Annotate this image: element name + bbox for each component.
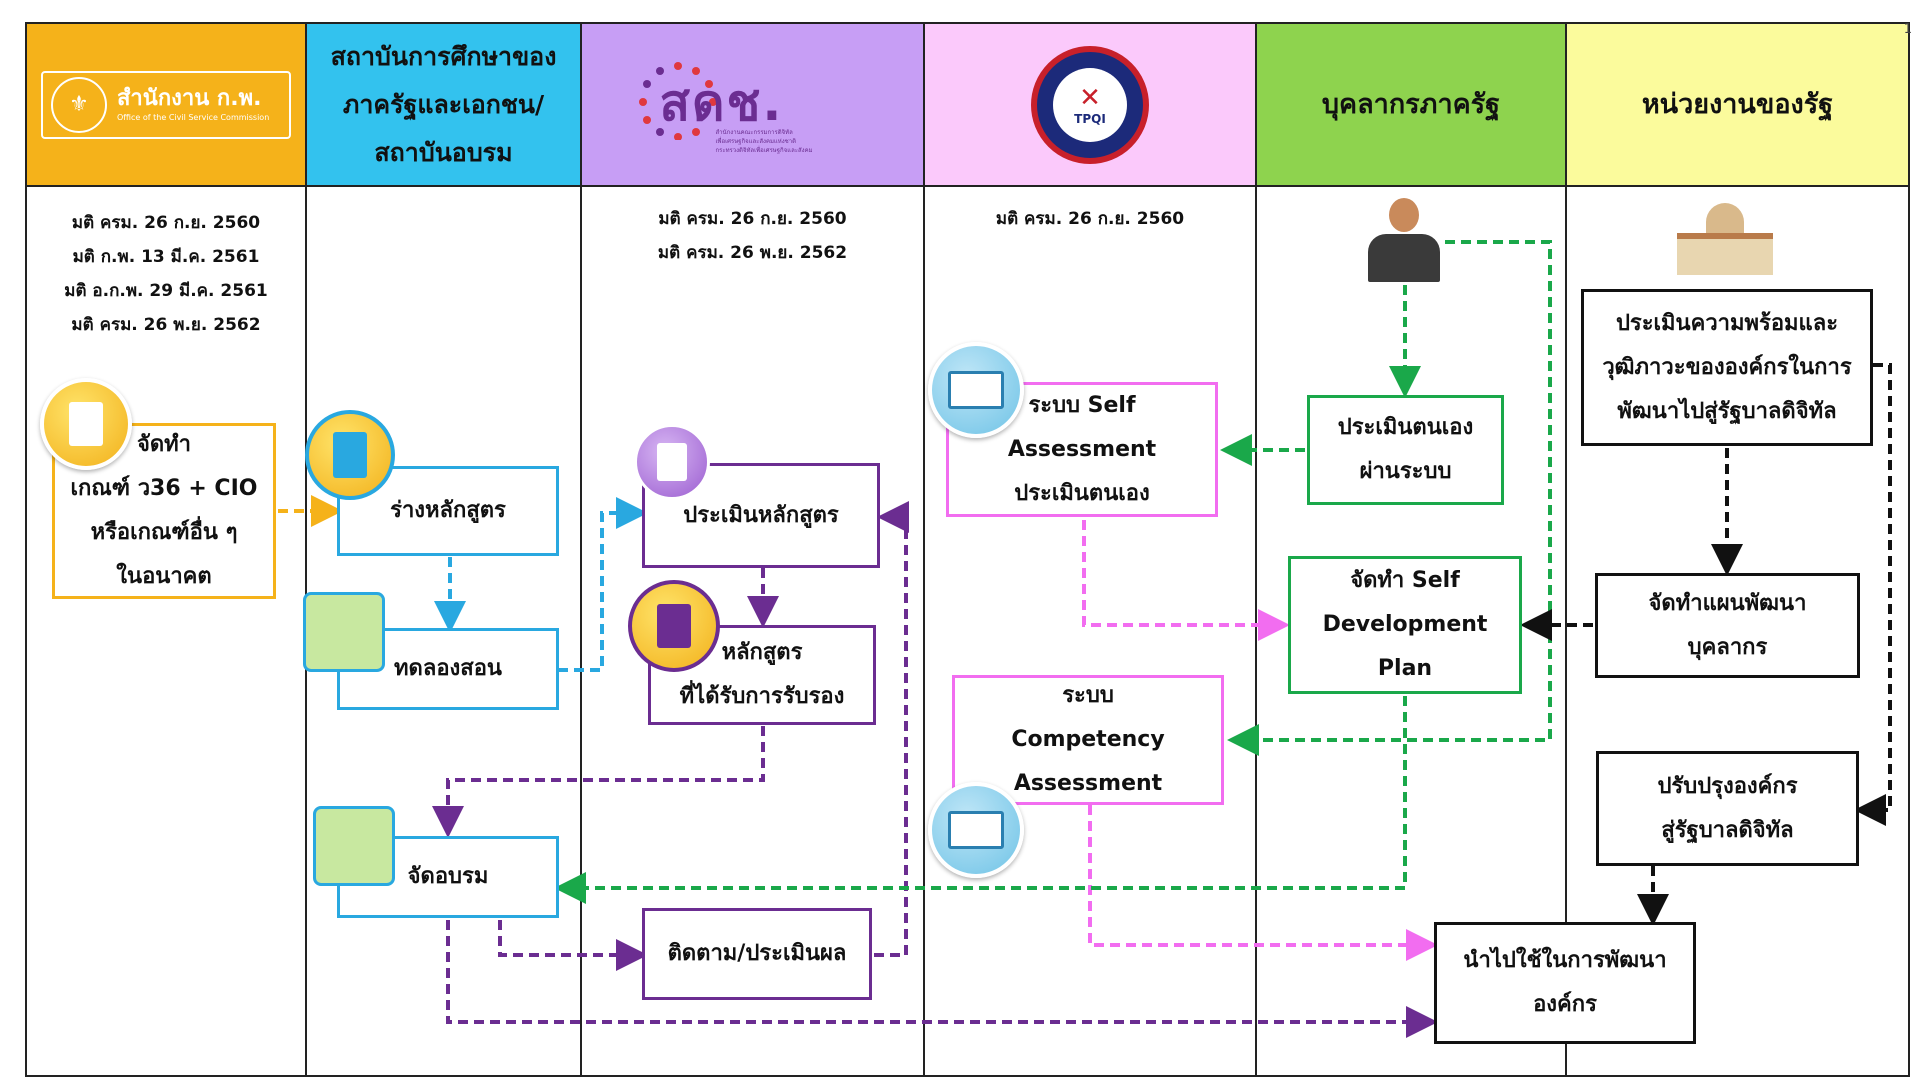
- resolution-item: มติ ครม. 26 ก.ย. 2560: [71, 213, 261, 233]
- resolution-item: มติ ครม. 26 พ.ย. 2562: [71, 315, 261, 335]
- resolution-item: มติ ครม. 26 พ.ย. 2562: [657, 243, 848, 263]
- sodoch-logo: สดช. สำนักงานคณะกรรมการดิจิทัล เพื่อเศรษ…: [638, 50, 868, 160]
- arrow-certified-to-training: [432, 726, 765, 838]
- resolutions-ocsc: มติ ครม. 26 ก.ย. 2560 มติ ก.พ. 13 มี.ค. …: [25, 206, 307, 342]
- header-institutes-line: สถาบันการศึกษาของ: [330, 41, 557, 71]
- tpqi-figure-icon: ✕: [1079, 82, 1101, 113]
- book-icon: [628, 580, 720, 672]
- tpqi-logo: ✕ TPQI: [1031, 45, 1149, 164]
- person-icon: [1368, 198, 1440, 282]
- laptop-icon: [928, 342, 1024, 438]
- sodoch-subtext: สำนักงานคณะกรรมการดิจิทัล: [715, 128, 793, 136]
- header-agencies: หน่วยงานของรัฐ: [1565, 22, 1910, 187]
- column-divider: [305, 22, 307, 1077]
- column-divider: [1565, 22, 1567, 1077]
- arrow-competency-to-apply: [1088, 805, 1438, 961]
- arrow-selfsys-to-devplan: [1082, 520, 1290, 641]
- arrow-training-to-followup: [498, 920, 648, 971]
- ocsc-emblem-icon: ⚜: [51, 76, 107, 133]
- page-number: 1: [1903, 22, 1912, 37]
- sodoch-dots-icon: [638, 61, 717, 140]
- presentation-icon: [313, 806, 395, 886]
- header-institutes-line: สถาบันอบรม: [374, 137, 513, 167]
- resolution-item: มติ อ.ก.พ. 29 มี.ค. 2561: [64, 281, 268, 301]
- sodoch-subtext: เพื่อเศรษฐกิจและสังคมแห่งชาติ: [715, 137, 797, 145]
- tpqi-logo-text: TPQI: [1074, 111, 1106, 126]
- arrow-person-to-competency: [1227, 240, 1552, 756]
- column-divider: [923, 22, 925, 1077]
- header-sodoch: สดช. สำนักงานคณะกรรมการดิจิทัล เพื่อเศรษ…: [580, 22, 925, 187]
- header-personnel: บุคลากรภาครัฐ: [1255, 22, 1567, 187]
- arrow-devplan-to-training: [554, 696, 1407, 904]
- arrow-training-to-apply: [446, 920, 1438, 1038]
- header-agencies-title: หน่วยงานของรัฐ: [1641, 88, 1834, 120]
- box-dev-plan[interactable]: จัดทำแผนพัฒนาบุคลากร: [1595, 573, 1860, 678]
- box-self-assess[interactable]: ประเมินตนเองผ่านระบบ: [1307, 395, 1504, 505]
- box-apply-org[interactable]: นำไปใช้ในการพัฒนาองค์กร: [1434, 922, 1696, 1044]
- resolution-item: มติ ครม. 26 ก.ย. 2560: [995, 209, 1185, 229]
- arrow-followup-to-evaluate: [874, 501, 909, 957]
- resolution-item: มติ ครม. 26 ก.ย. 2560: [658, 209, 847, 229]
- book-icon: [305, 410, 395, 500]
- laptop-icon: [928, 782, 1024, 878]
- box-readiness[interactable]: ประเมินความพร้อมและวุฒิภาวะขององค์กรในกา…: [1581, 289, 1873, 446]
- column-divider: [580, 22, 582, 1077]
- box-improve-org[interactable]: ปรับปรุงองค์กรสู่รัฐบาลดิจิทัล: [1596, 751, 1859, 866]
- book-icon: [40, 378, 132, 470]
- header-ocsc: ⚜ สำนักงาน ก.พ. Office of the Civil Serv…: [25, 22, 307, 187]
- ocsc-logo-text: สำนักงาน ก.พ.: [117, 85, 262, 111]
- column-divider: [1255, 22, 1257, 1077]
- arrow-readiness-to-improve: [1854, 363, 1892, 826]
- ocsc-logo: ⚜ สำนักงาน ก.พ. Office of the Civil Serv…: [41, 70, 291, 139]
- resolutions-sodoch: มติ ครม. 26 ก.ย. 2560 มติ ครม. 26 พ.ย. 2…: [580, 202, 925, 270]
- resolutions-tpqi: มติ ครม. 26 ก.ย. 2560: [923, 202, 1257, 236]
- government-building-icon: [1675, 195, 1775, 275]
- box-follow-up[interactable]: ติดตาม/ประเมินผล: [642, 908, 872, 1000]
- ocsc-logo-subtext: Office of the Civil Service Commission: [117, 112, 270, 122]
- header-tpqi: ✕ TPQI: [923, 22, 1257, 187]
- header-institutes-line: ภาครัฐและเอกชน/: [342, 89, 545, 119]
- presentation-icon: [303, 592, 385, 672]
- sodoch-logo-text: สดช.: [659, 73, 784, 132]
- arrow-trial-to-evaluate: [558, 497, 648, 672]
- sodoch-subtext: กระทรวงดิจิทัลเพื่อเศรษฐกิจและสังคม: [715, 146, 813, 154]
- checklist-icon: [634, 424, 710, 500]
- header-personnel-title: บุคลากรภาครัฐ: [1321, 88, 1501, 120]
- resolution-item: มติ ก.พ. 13 มี.ค. 2561: [72, 247, 260, 267]
